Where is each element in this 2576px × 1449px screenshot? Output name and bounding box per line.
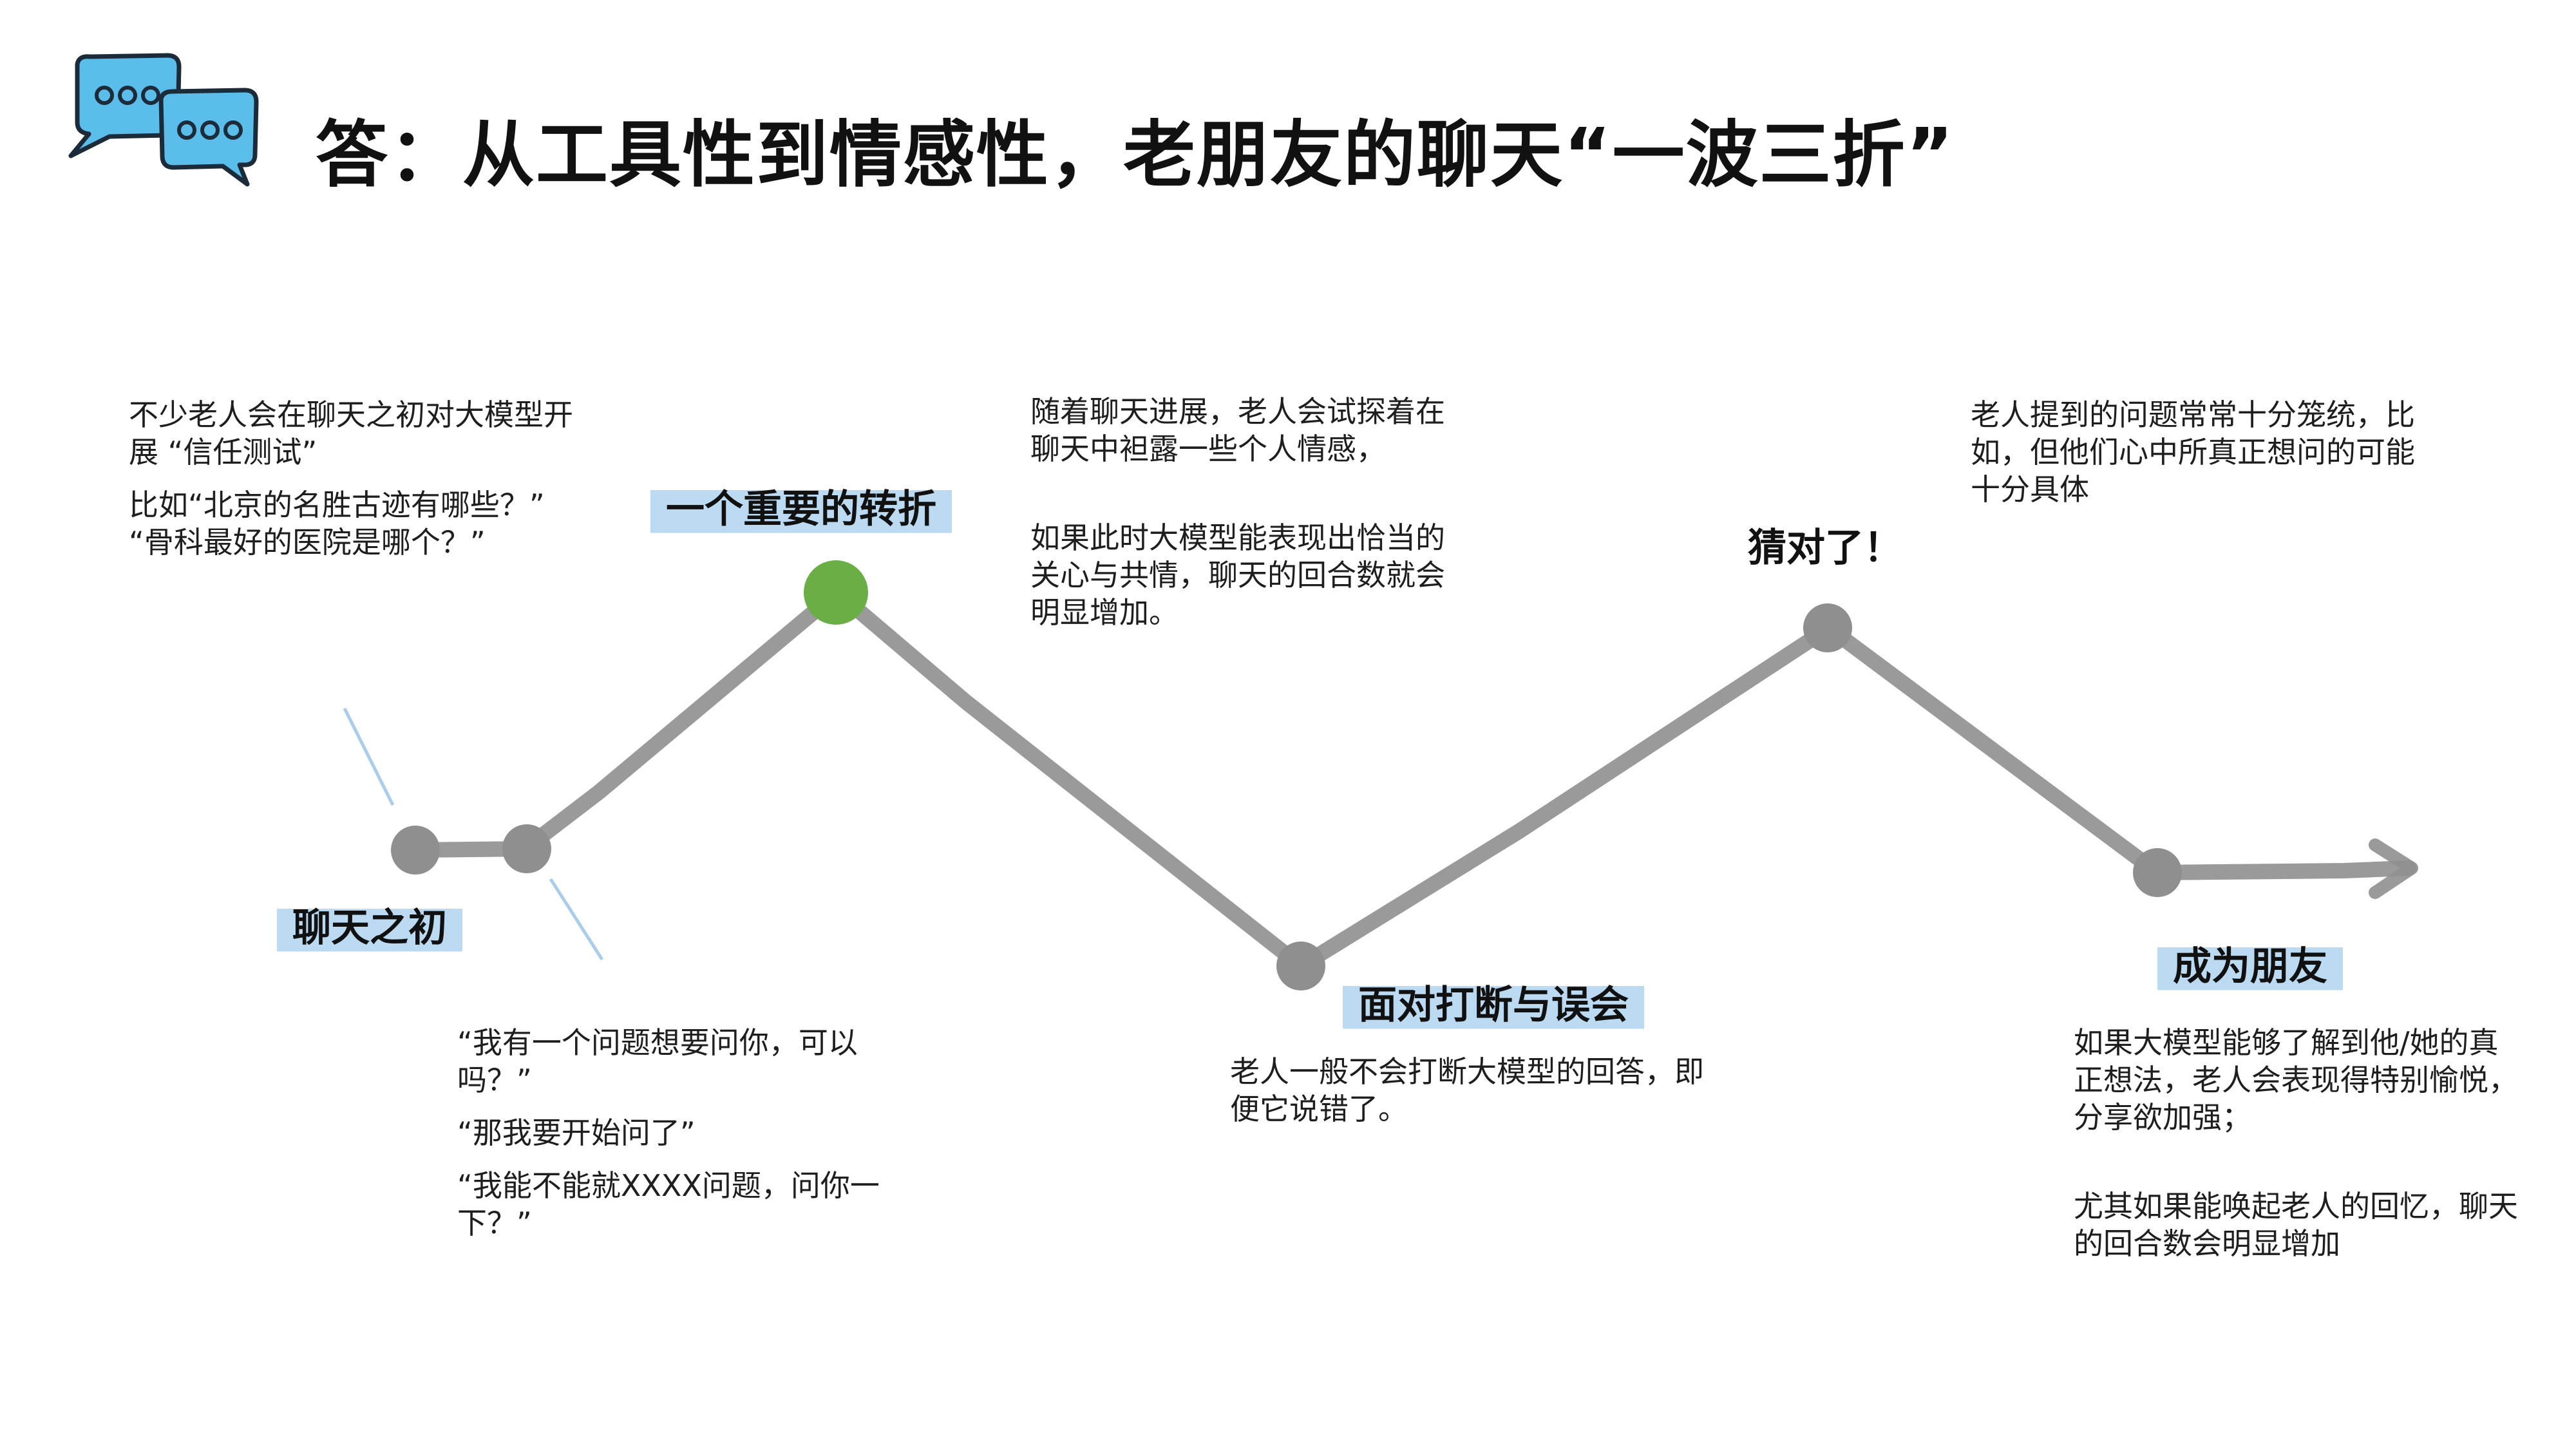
connector-line-lower [549, 878, 604, 961]
interrupt-note: 老人一般不会打断大模型的回答，即便它说错了。 [1230, 1053, 1732, 1143]
friend-note: 如果大模型能够了解到他/她的真正想法，老人会表现得特别愉悦，分享欲加强； 尤其如… [2074, 1024, 2524, 1278]
stage-label-start: 聊天之初 [277, 895, 462, 956]
start-note-top-line-1: 不少老人会在聊天之初对大模型开展 “信任测试” [129, 397, 573, 469]
start-note-top-line-2: 比如“北京的名胜古迹有哪些？” “骨科最好的医院是哪个？” [129, 488, 545, 560]
turning-note-line-2: 如果此时大模型能表现出恰当的关心与共情，聊天的回合数就会明显增加。 [1030, 520, 1445, 630]
start-note-bottom-line-2: “那我要开始问了” [457, 1115, 696, 1150]
node-start [391, 826, 440, 875]
start-note-bottom: “我有一个问题想要问你，可以吗？” “那我要开始问了” “我能不能就XXXX问题… [457, 1024, 895, 1257]
chat-bubbles-icon [68, 53, 259, 187]
stage-label-guess: 猜对了！ [1748, 526, 1902, 571]
stage-label-interrupt: 面对打断与误会 [1343, 972, 1644, 1034]
friend-note-line-2: 尤其如果能唤起老人的回忆，聊天的回合数会明显增加 [2074, 1189, 2518, 1261]
guess-note-line-1: 老人提到的问题常常十分笼统，比如，但他们心中所真正想问的可能十分具体 [1971, 397, 2415, 507]
friend-note-line-1: 如果大模型能够了解到他/她的真正想法，老人会表现得特别愉悦，分享欲加强； [2074, 1025, 2518, 1135]
node-start-2 [502, 824, 551, 873]
node-interrupt [1276, 942, 1325, 990]
node-guess [1803, 603, 1852, 652]
start-note-bottom-line-3: “我能不能就XXXX问题，问你一下？” [457, 1168, 880, 1240]
node-turning-point [804, 560, 868, 625]
turning-note: 随着聊天进展，老人会试探着在聊天中袒露一些个人情感， 如果此时大模型能表现出恰当… [1030, 393, 1468, 647]
arrow-head [2369, 838, 2418, 899]
connector-line-upper [343, 707, 395, 806]
stage-label-turning: 一个重要的转折 [650, 477, 952, 538]
journey-path [404, 585, 2416, 974]
turning-note-line-1: 随着聊天进展，老人会试探着在聊天中袒露一些个人情感， [1030, 394, 1445, 466]
start-note-bottom-line-1: “我有一个问题想要问你，可以吗？” [457, 1025, 858, 1097]
page-title: 答：从工具性到情感性，老朋友的聊天“一波三折” [316, 113, 1955, 197]
node-friend [2133, 848, 2182, 897]
start-note-top: 不少老人会在聊天之初对大模型开展 “信任测试” 比如“北京的名胜古迹有哪些？” … [129, 396, 573, 576]
guess-note: 老人提到的问题常常十分笼统，比如，但他们心中所真正想问的可能十分具体 [1971, 396, 2434, 524]
stage-label-friend: 成为朋友 [2157, 934, 2343, 995]
interrupt-note-line-1: 老人一般不会打断大模型的回答，即便它说错了。 [1230, 1054, 1704, 1126]
